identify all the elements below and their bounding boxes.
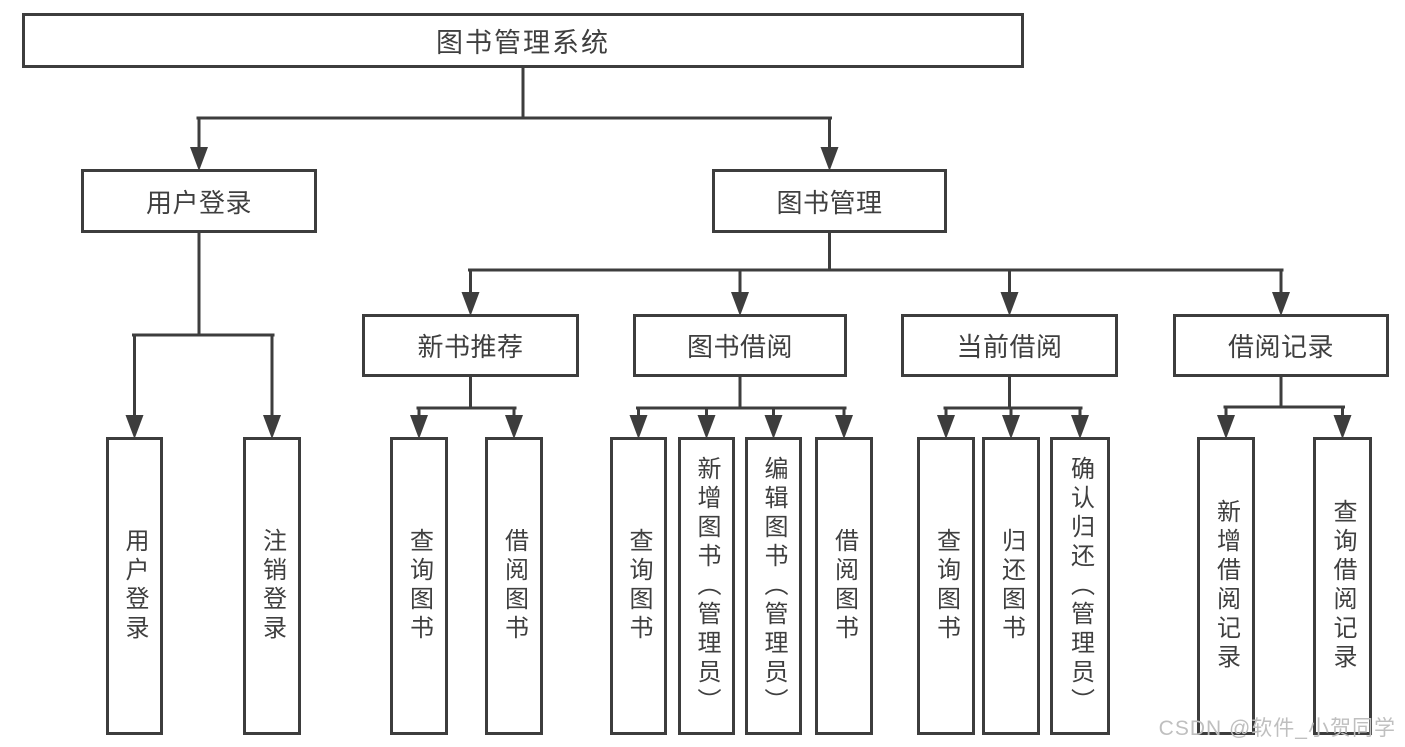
node-leaf-bb-add: 新增图书（管理员） bbox=[678, 437, 735, 735]
arrowhead-icon bbox=[190, 147, 208, 171]
arrowhead-icon bbox=[731, 292, 749, 316]
node-label: 查询借阅记录 bbox=[1329, 499, 1356, 673]
node-borrow-record: 借阅记录 bbox=[1173, 314, 1389, 377]
arrowhead-icon bbox=[505, 415, 523, 439]
node-label: 借阅图书 bbox=[830, 528, 858, 644]
arrowhead-icon bbox=[263, 415, 281, 439]
node-label: 图书借阅 bbox=[686, 332, 793, 362]
arrowhead-icon bbox=[410, 415, 428, 439]
arrowhead-icon bbox=[1071, 415, 1089, 439]
arrowhead-icon bbox=[1333, 415, 1352, 439]
node-label: 借阅图书 bbox=[500, 528, 528, 644]
arrowhead-icon bbox=[1000, 292, 1019, 316]
arrowhead-icon bbox=[764, 415, 783, 439]
node-leaf-bb-borrow: 借阅图书 bbox=[815, 437, 873, 735]
node-book-borrow: 图书借阅 bbox=[633, 314, 847, 377]
node-label: 用户登录 bbox=[121, 528, 148, 644]
node-label: 当前借阅 bbox=[956, 332, 1063, 362]
node-leaf-bb-edit: 编辑图书（管理员） bbox=[745, 437, 802, 735]
node-leaf-cb-return: 归还图书 bbox=[982, 437, 1040, 735]
node-leaf-nb-query: 查询图书 bbox=[390, 437, 448, 735]
node-label: 图书管理 bbox=[776, 187, 883, 218]
arrowhead-icon bbox=[629, 415, 648, 439]
node-label: 图书管理系统 bbox=[436, 28, 610, 58]
node-book-mgmt: 图书管理 bbox=[712, 169, 947, 233]
arrowhead-icon bbox=[1002, 415, 1020, 439]
arrowhead-icon bbox=[937, 415, 955, 439]
node-label: 用户登录 bbox=[145, 187, 252, 218]
node-leaf-bb-query: 查询图书 bbox=[610, 437, 667, 735]
node-new-book-rec: 新书推荐 bbox=[362, 314, 579, 377]
node-label: 借阅记录 bbox=[1227, 332, 1334, 362]
watermark: CSDN @软件_小贺同学 bbox=[1158, 717, 1396, 740]
node-label: 新增借阅记录 bbox=[1212, 499, 1240, 673]
node-user-login: 用户登录 bbox=[81, 169, 317, 233]
arrowhead-icon bbox=[1217, 415, 1235, 439]
arrowhead-icon bbox=[697, 415, 716, 439]
node-label: 归还图书 bbox=[997, 528, 1025, 644]
node-current-borrow: 当前借阅 bbox=[901, 314, 1118, 377]
arrowhead-icon bbox=[1272, 292, 1290, 316]
node-label: 查询图书 bbox=[932, 528, 960, 644]
node-label: 确认归还（管理员） bbox=[1066, 455, 1094, 717]
arrowhead-icon bbox=[461, 292, 480, 316]
node-label: 编辑图书（管理员） bbox=[760, 455, 787, 717]
node-leaf-logout: 注销登录 bbox=[243, 437, 301, 735]
arrowhead-icon bbox=[125, 415, 144, 439]
node-leaf-br-query: 查询借阅记录 bbox=[1313, 437, 1372, 735]
node-label: 新增图书（管理员） bbox=[693, 455, 720, 717]
arrowhead-icon bbox=[820, 147, 839, 171]
node-root: 图书管理系统 bbox=[22, 13, 1024, 68]
node-leaf-login: 用户登录 bbox=[106, 437, 163, 735]
node-leaf-nb-borrow: 借阅图书 bbox=[485, 437, 543, 735]
node-leaf-cb-query: 查询图书 bbox=[917, 437, 975, 735]
node-label: 注销登录 bbox=[258, 528, 286, 644]
node-label: 新书推荐 bbox=[417, 332, 524, 362]
node-label: 查询图书 bbox=[625, 528, 652, 644]
node-leaf-cb-confirm: 确认归还（管理员） bbox=[1050, 437, 1110, 735]
arrowhead-icon bbox=[835, 415, 853, 439]
node-label: 查询图书 bbox=[405, 528, 433, 644]
node-leaf-br-add: 新增借阅记录 bbox=[1197, 437, 1255, 735]
